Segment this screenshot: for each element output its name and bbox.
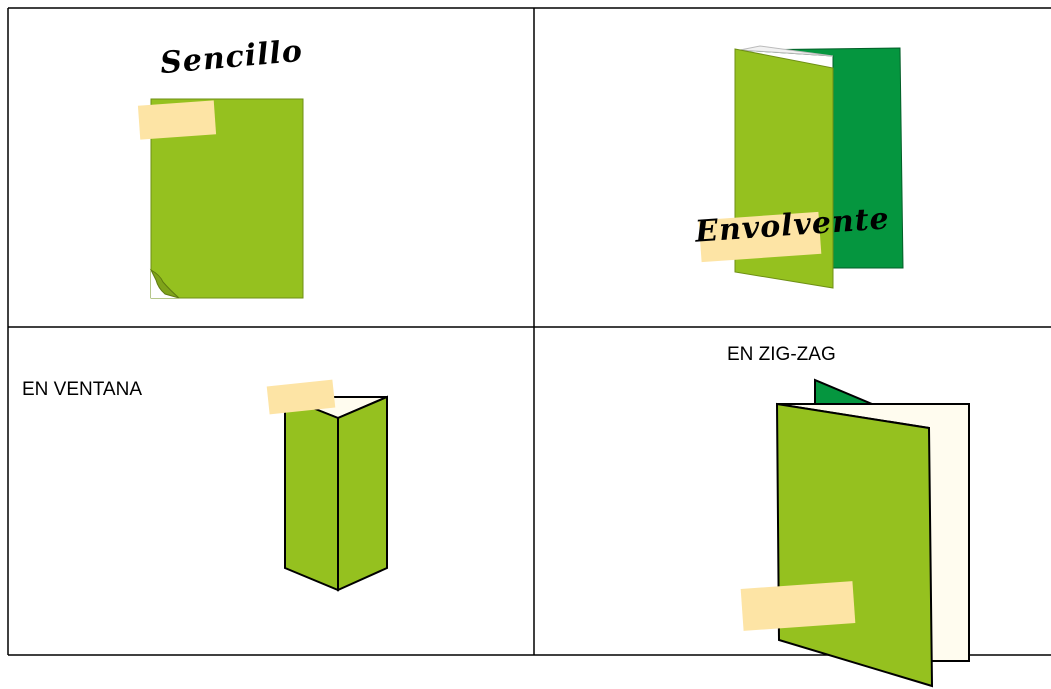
label-en-ventana: EN VENTANA — [22, 379, 143, 400]
tape-strip — [698, 211, 822, 263]
window-fold-illustration — [266, 379, 388, 592]
single-sheet-illustration — [137, 98, 304, 299]
tape-strip — [137, 100, 217, 140]
tape-strip — [266, 379, 336, 415]
tape-strip — [740, 581, 856, 631]
label-en-zig-zag: EN ZIG-ZAG — [727, 344, 836, 365]
zig-zag-fold-illustration — [740, 378, 970, 688]
wrap-fold-illustration — [698, 45, 904, 289]
